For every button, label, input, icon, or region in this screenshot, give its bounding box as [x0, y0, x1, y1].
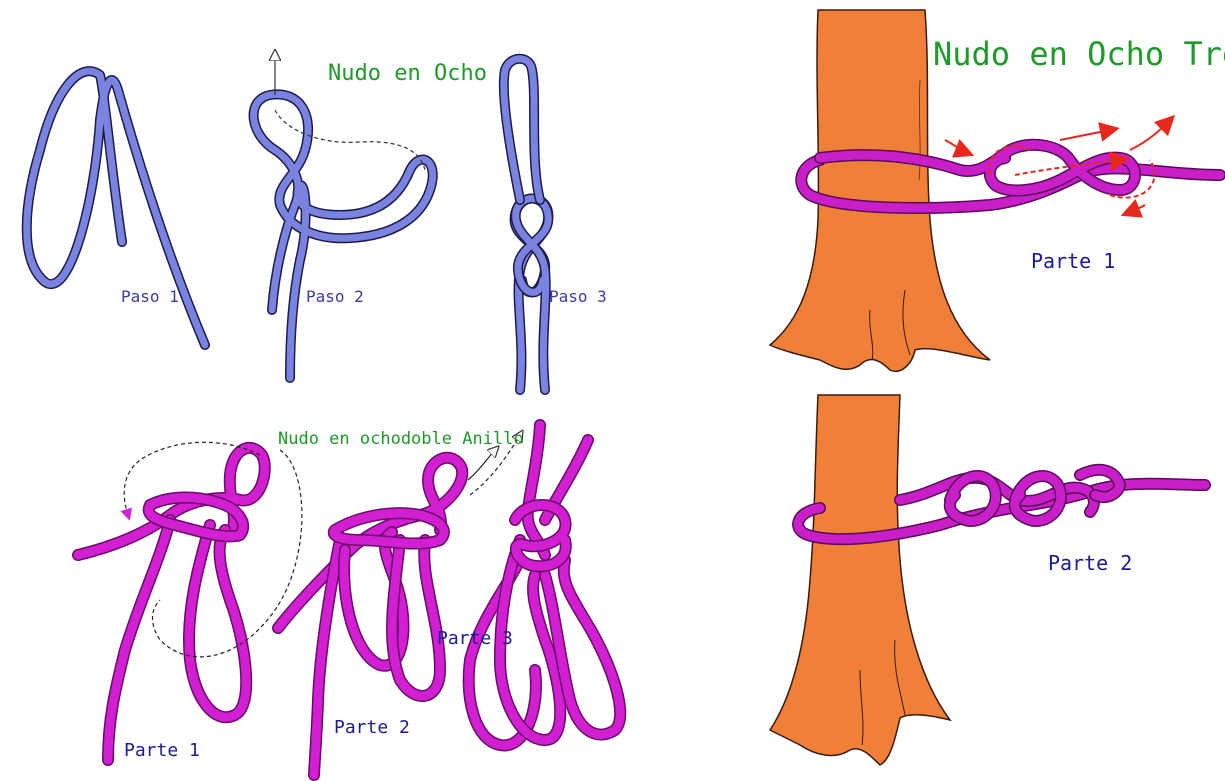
step-label-paso-2: Paso 2	[306, 287, 364, 306]
title-double-figure-eight-loop: Nudo en ochodoble Anillo	[278, 429, 524, 449]
title-figure-eight-follow-through: Nudo en Ocho Trenzado	[933, 35, 1225, 73]
part-label-follow-through-1: Parte 1	[1031, 249, 1115, 273]
double-loop-parte-1-rope	[78, 448, 265, 760]
tree-trunk-bottom	[770, 395, 950, 765]
step-label-paso-1: Paso 1	[121, 287, 179, 306]
paso-3-rope	[504, 59, 549, 390]
part-label-double-loop-1: Parte 1	[124, 740, 200, 761]
title-figure-eight: Nudo en Ocho	[328, 61, 487, 86]
part-label-double-loop-3: Parte 3	[437, 628, 513, 649]
part-label-follow-through-2: Parte 2	[1048, 551, 1132, 575]
double-loop-parte-3-rope	[469, 425, 620, 745]
part-label-double-loop-2: Parte 2	[334, 717, 410, 738]
paso-2-rope	[254, 94, 433, 378]
step-label-paso-3: Paso 3	[549, 287, 607, 306]
